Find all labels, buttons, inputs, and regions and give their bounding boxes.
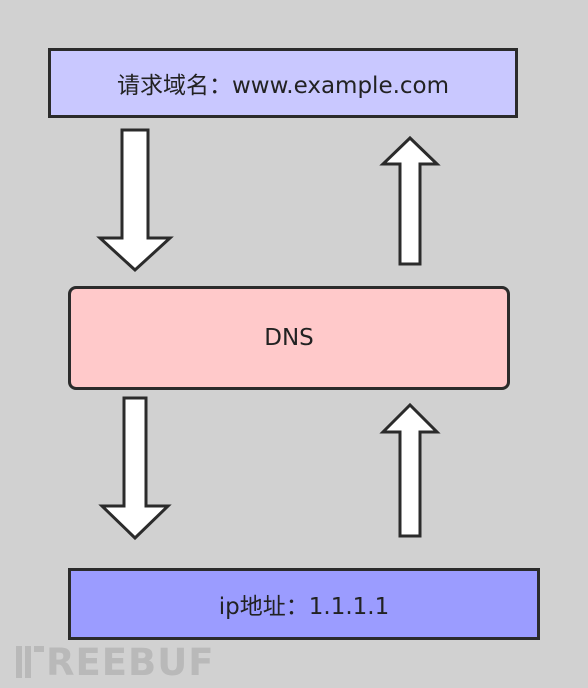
domain-request-label: 请求域名：www.example.com (116, 73, 450, 99)
arrow-up-icon (379, 402, 441, 538)
watermark-logo: REEBUF (16, 640, 216, 684)
ip-address-label: ip地址：1.1.1.1 (218, 594, 390, 620)
watermark-text: REEBUF (46, 640, 215, 684)
dns-label: DNS (264, 325, 314, 351)
dns-box: DNS (68, 286, 510, 390)
arrow-down-icon (98, 396, 172, 541)
arrow-down-icon (96, 128, 174, 273)
domain-request-box: 请求域名：www.example.com (48, 48, 518, 118)
arrow-up-icon (379, 135, 441, 266)
ip-address-box: ip地址：1.1.1.1 (68, 568, 540, 640)
watermark-bars-icon (16, 646, 44, 678)
